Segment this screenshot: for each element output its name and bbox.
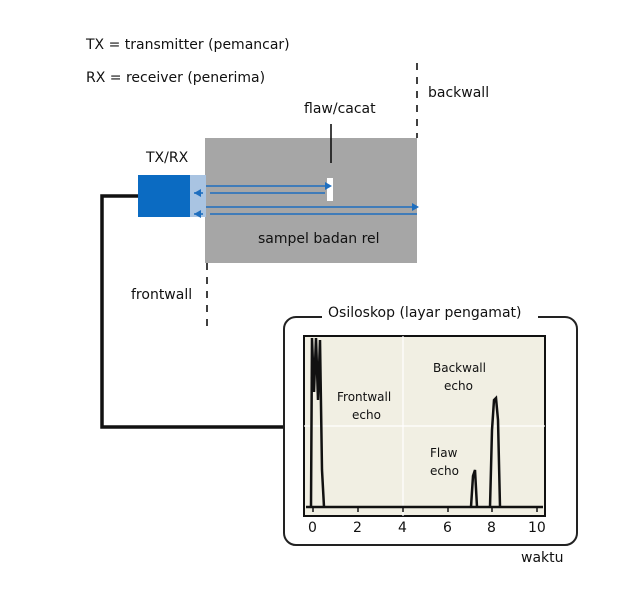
- flaw-label: flaw/cacat: [304, 101, 376, 117]
- flaw-mark: [327, 178, 333, 201]
- probe-cable: [100, 194, 284, 429]
- screen-grid: [304, 336, 545, 516]
- flaw-echo-label-2: echo: [430, 464, 459, 478]
- flaw-echo-peak: [469, 469, 479, 508]
- backwall-label: backwall: [428, 85, 490, 101]
- oscilloscope-title: Osiloskop (layar pengamat): [328, 305, 522, 321]
- x-tick-label-0: 0: [308, 520, 317, 536]
- flaw-echo-label-1: Flaw: [430, 446, 458, 460]
- probe-face: [188, 175, 206, 217]
- txrx-label: TX/RX: [146, 150, 189, 166]
- x-tick-label-10: 10: [528, 520, 546, 536]
- backwall-echo-label-1: Backwall: [433, 361, 486, 375]
- ultrasonic-beams: [194, 182, 419, 218]
- x-tick-label-8: 8: [487, 520, 496, 536]
- frontwall-echo-peak: [309, 337, 326, 508]
- sample-block: [205, 138, 417, 263]
- backwall-echo-peak: [488, 395, 502, 508]
- x-ticks: [312, 507, 538, 512]
- title-gap: [322, 309, 538, 325]
- x-tick-label-2: 2: [353, 520, 362, 536]
- x-tick-label-6: 6: [443, 520, 452, 536]
- sample-label: sampel badan rel: [258, 231, 380, 247]
- frontwall-echo-label-1: Frontwall: [337, 390, 392, 404]
- txrx-probe: [138, 175, 190, 217]
- x-axis-label: waktu: [521, 550, 564, 566]
- backwall-echo-label-2: echo: [444, 379, 473, 393]
- x-tick-label-4: 4: [398, 520, 407, 536]
- legend-tx: TX = transmitter (pemancar): [86, 37, 290, 53]
- frontwall-echo-label-2: echo: [352, 408, 381, 422]
- echo-signals: [309, 337, 502, 508]
- legend-rx: RX = receiver (penerima): [86, 70, 266, 86]
- frontwall-label: frontwall: [131, 287, 193, 303]
